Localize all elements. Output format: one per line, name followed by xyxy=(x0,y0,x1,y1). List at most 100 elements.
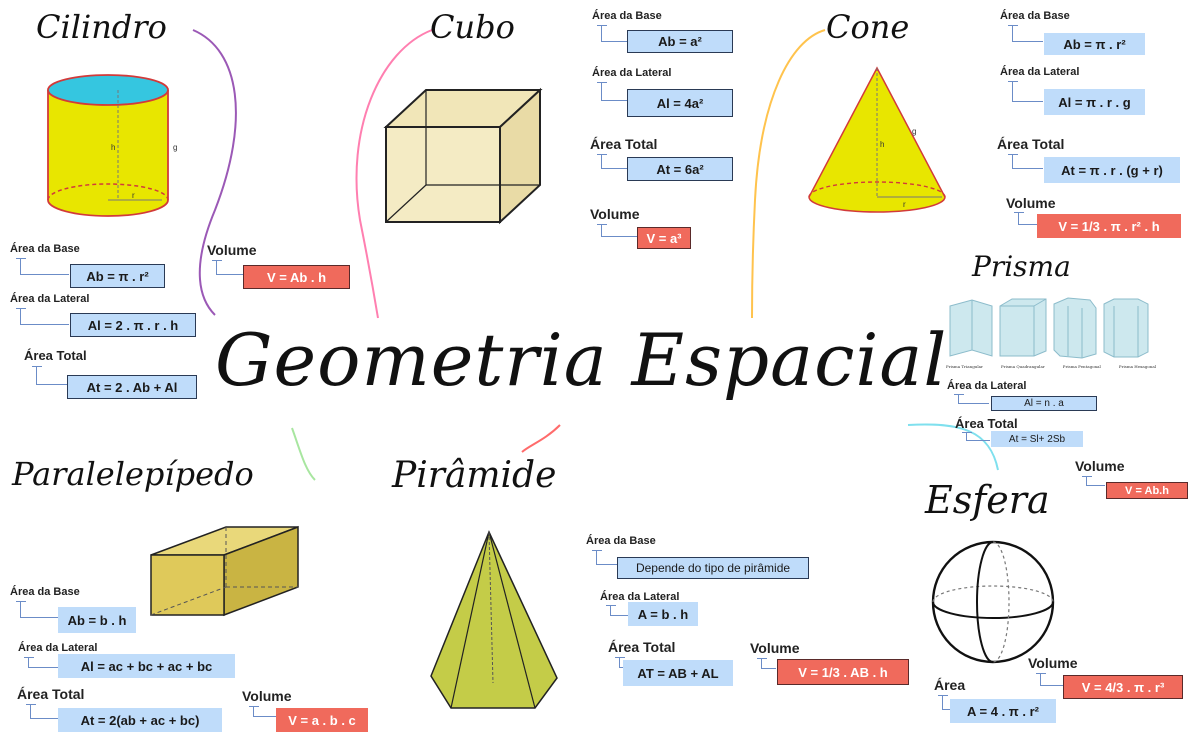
piramide-area-base-formula: Depende do tipo de pirâmide xyxy=(617,557,809,579)
cilindro-title: Cilindro xyxy=(36,8,167,46)
cone-r-label: r xyxy=(903,200,906,209)
prisma-area-lateral-connector xyxy=(954,394,989,404)
cylinder-figure: h g r xyxy=(47,74,177,217)
pyramid-figure xyxy=(430,530,558,709)
paralelepipedo-area-base-formula: Ab = b . h xyxy=(58,607,136,633)
paralelepipedo-volume-connector xyxy=(249,706,276,717)
piramide-area-base-label: Área da Base xyxy=(586,535,656,547)
esfera-area-connector xyxy=(938,695,951,710)
cubo-area-lateral-label: Área da Lateral xyxy=(592,67,672,79)
prisma-volume-connector xyxy=(1082,476,1105,486)
cone-volume-formula: V = 1/3 . π . r² . h xyxy=(1037,214,1181,238)
piramide-area-total-label: Área Total xyxy=(608,639,676,655)
cone-area-lateral-formula: Al = π . r . g xyxy=(1044,89,1145,115)
cone-figure: h g r xyxy=(808,66,946,213)
esfera-volume-formula: V = 4/3 . π . r³ xyxy=(1063,675,1183,699)
piramide-area-base-connector xyxy=(592,550,617,565)
prism-caption: Prisma Quadrangular xyxy=(1000,364,1045,369)
prisma-area-lateral-formula: Al = n . a xyxy=(991,396,1097,411)
cone-volume-connector xyxy=(1014,212,1037,225)
cilindro-area-base-connector xyxy=(16,258,69,275)
cone-area-total-formula: At = π . r . (g + r) xyxy=(1044,157,1180,183)
sphere-figure xyxy=(931,540,1055,664)
cilindro-area-lateral-label: Área da Lateral xyxy=(10,293,90,305)
prisma-title: Prisma xyxy=(972,250,1071,283)
esfera-volume-label: Volume xyxy=(1028,655,1078,671)
cubo-area-total-formula: At = 6a² xyxy=(627,157,733,181)
cylinder-g-label: g xyxy=(173,143,177,152)
esfera-volume-connector xyxy=(1036,673,1063,686)
cylinder-h-label: h xyxy=(111,143,115,152)
cone-h-label: h xyxy=(880,140,884,149)
cone-area-total-label: Área Total xyxy=(997,136,1065,152)
piramide-area-lateral-formula: A = b . h xyxy=(628,602,698,626)
paralelepipedo-volume-label: Volume xyxy=(242,688,292,704)
cone-volume-label: Volume xyxy=(1006,195,1056,211)
esfera-area-label: Área xyxy=(934,677,966,693)
piramide-title: Pirâmide xyxy=(392,455,557,496)
cubo-area-base-formula: Ab = a² xyxy=(627,30,733,53)
cubo-area-base-connector xyxy=(597,25,627,42)
prisma-area-total-connector xyxy=(962,432,990,441)
piramide-volume-label: Volume xyxy=(750,640,800,656)
cone-g-label: g xyxy=(912,127,916,136)
paralelepipedo-volume-formula: V = a . b . c xyxy=(276,708,368,732)
prisma-volume-label: Volume xyxy=(1075,458,1125,474)
prisma-volume-formula: V = Ab.h xyxy=(1106,482,1188,499)
cylinder-r-label: r xyxy=(132,191,135,200)
cilindro-area-base-formula: Ab = π . r² xyxy=(70,264,165,288)
cubo-volume-formula: V = a³ xyxy=(637,227,691,249)
box-figure xyxy=(150,525,299,617)
prisma-area-total-label: Área Total xyxy=(955,416,1018,431)
cubo-area-total-connector xyxy=(597,154,627,169)
paralelepipedo-area-base-label: Área da Base xyxy=(10,586,80,598)
prisms-captions: Prisma Triangular Prisma Quadrangular Pr… xyxy=(946,364,1156,369)
esfera-area-formula: A = 4 . π . r² xyxy=(950,699,1056,723)
prisma-area-lateral-label: Área da Lateral xyxy=(947,380,1027,392)
paralelepipedo-area-lateral-formula: Al = ac + bc + ac + bc xyxy=(58,654,235,678)
cubo-volume-connector xyxy=(597,224,637,237)
piramide-area-total-formula: AT = AB + AL xyxy=(623,660,733,686)
cilindro-volume-connector xyxy=(212,260,243,275)
prism-caption: Prisma Pentagonal xyxy=(1062,364,1101,369)
prism-caption: Prisma Hexagonal xyxy=(1118,364,1156,369)
cilindro-volume-label: Volume xyxy=(207,242,257,258)
cone-area-lateral-label: Área da Lateral xyxy=(1000,66,1080,78)
piramide-area-lateral-connector xyxy=(606,605,629,616)
piramide-area-lateral-label: Área da Lateral xyxy=(600,591,680,603)
prisms-figure xyxy=(949,297,1149,359)
cone-area-base-label: Área da Base xyxy=(1000,10,1070,22)
paralelepipedo-area-total-connector xyxy=(26,704,59,719)
cone-area-base-formula: Ab = π . r² xyxy=(1044,33,1145,55)
paralelepipedo-area-lateral-label: Área da Lateral xyxy=(18,642,98,654)
cubo-area-total-label: Área Total xyxy=(590,136,658,152)
cubo-area-lateral-connector xyxy=(597,82,627,101)
cube-figure xyxy=(383,87,543,225)
paralelepipedo-area-total-label: Área Total xyxy=(17,686,85,702)
main-title: Geometria Espacial xyxy=(215,318,948,402)
cilindro-area-total-formula: At = 2 . Ab + Al xyxy=(67,375,197,399)
cone-area-base-connector xyxy=(1008,25,1043,42)
prisma-area-total-formula: At = Sl+ 2Sb xyxy=(991,431,1083,447)
cone-area-lateral-connector xyxy=(1008,81,1043,102)
piramide-volume-formula: V = 1/3 . AB . h xyxy=(777,659,909,685)
cubo-area-lateral-formula: Al = 4a² xyxy=(627,89,733,117)
prism-caption: Prisma Triangular xyxy=(946,364,983,369)
cone-title: Cone xyxy=(826,8,910,46)
piramide-volume-connector xyxy=(757,658,776,669)
cone-area-total-connector xyxy=(1008,154,1043,169)
cilindro-area-lateral-connector xyxy=(16,308,69,325)
cilindro-area-total-label: Área Total xyxy=(24,348,87,363)
cubo-title: Cubo xyxy=(430,8,515,46)
paralelepipedo-title: Paralelepípedo xyxy=(12,455,254,493)
cubo-volume-label: Volume xyxy=(590,206,640,222)
paralelepipedo-area-lateral-connector xyxy=(24,657,59,668)
esfera-title: Esfera xyxy=(925,478,1050,522)
paralelepipedo-area-total-formula: At = 2(ab + ac + bc) xyxy=(58,708,222,732)
cubo-area-base-label: Área da Base xyxy=(592,10,662,22)
cilindro-area-base-label: Área da Base xyxy=(10,243,80,255)
paralelepipedo-area-base-connector xyxy=(16,601,59,618)
cilindro-area-total-connector xyxy=(32,366,67,385)
